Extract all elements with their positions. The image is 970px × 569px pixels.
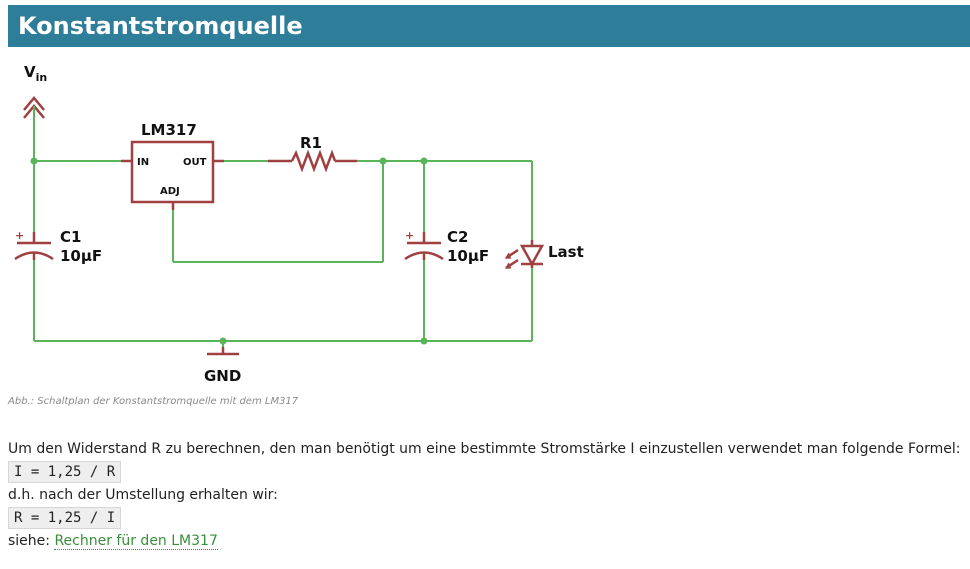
lm317-calculator-link[interactable]: Rechner für den LM317 <box>54 533 218 550</box>
vin-arrow-icon <box>23 96 45 162</box>
gnd-label: GND <box>204 367 241 385</box>
lm317-ic: LM317 IN OUT ADJ <box>121 121 224 210</box>
see-prefix: siehe: <box>8 533 55 549</box>
c1-label: C1 <box>60 228 81 246</box>
r1-label: R1 <box>300 134 322 152</box>
page-title: Konstantstromquelle <box>18 12 303 40</box>
c1-value: 10µF <box>60 247 102 265</box>
junction-dots <box>30 157 428 345</box>
ic-pin-adj: ADJ <box>160 186 180 197</box>
ground-symbol-icon: GND <box>204 347 241 385</box>
svg-text:+: + <box>15 229 24 242</box>
figure-caption: Abb.: Schaltplan der Konstantstromquelle… <box>8 396 299 407</box>
wires <box>33 160 533 354</box>
svg-text:+: + <box>405 229 414 242</box>
ic-pin-out: OUT <box>183 157 207 168</box>
capacitor-c1: + C1 10µF <box>14 228 102 265</box>
resistor-r1: R1 <box>268 134 357 173</box>
formula-current: I = 1,25 / R <box>8 461 122 483</box>
c2-label: C2 <box>447 228 468 246</box>
explanation-text: Um den Widerstand R zu berechnen, den ma… <box>8 438 968 553</box>
circuit-schematic: Vin LM317 IN OUT ADJ <box>14 63 584 385</box>
vin-label: Vin <box>24 63 47 84</box>
formula-resistance: R = 1,25 / I <box>8 507 122 529</box>
ic-name: LM317 <box>141 121 197 139</box>
capacitor-c2: + C2 10µF <box>404 228 489 265</box>
intro-text: Um den Widerstand R zu berechnen, den ma… <box>8 441 961 457</box>
led-load-icon: Last <box>504 240 584 270</box>
title-bar: Konstantstromquelle <box>8 5 970 47</box>
c2-value: 10µF <box>447 247 489 265</box>
transition-text: d.h. nach der Umstellung erhalten wir: <box>8 487 278 503</box>
load-label: Last <box>548 243 584 261</box>
ic-pin-in: IN <box>137 157 149 168</box>
